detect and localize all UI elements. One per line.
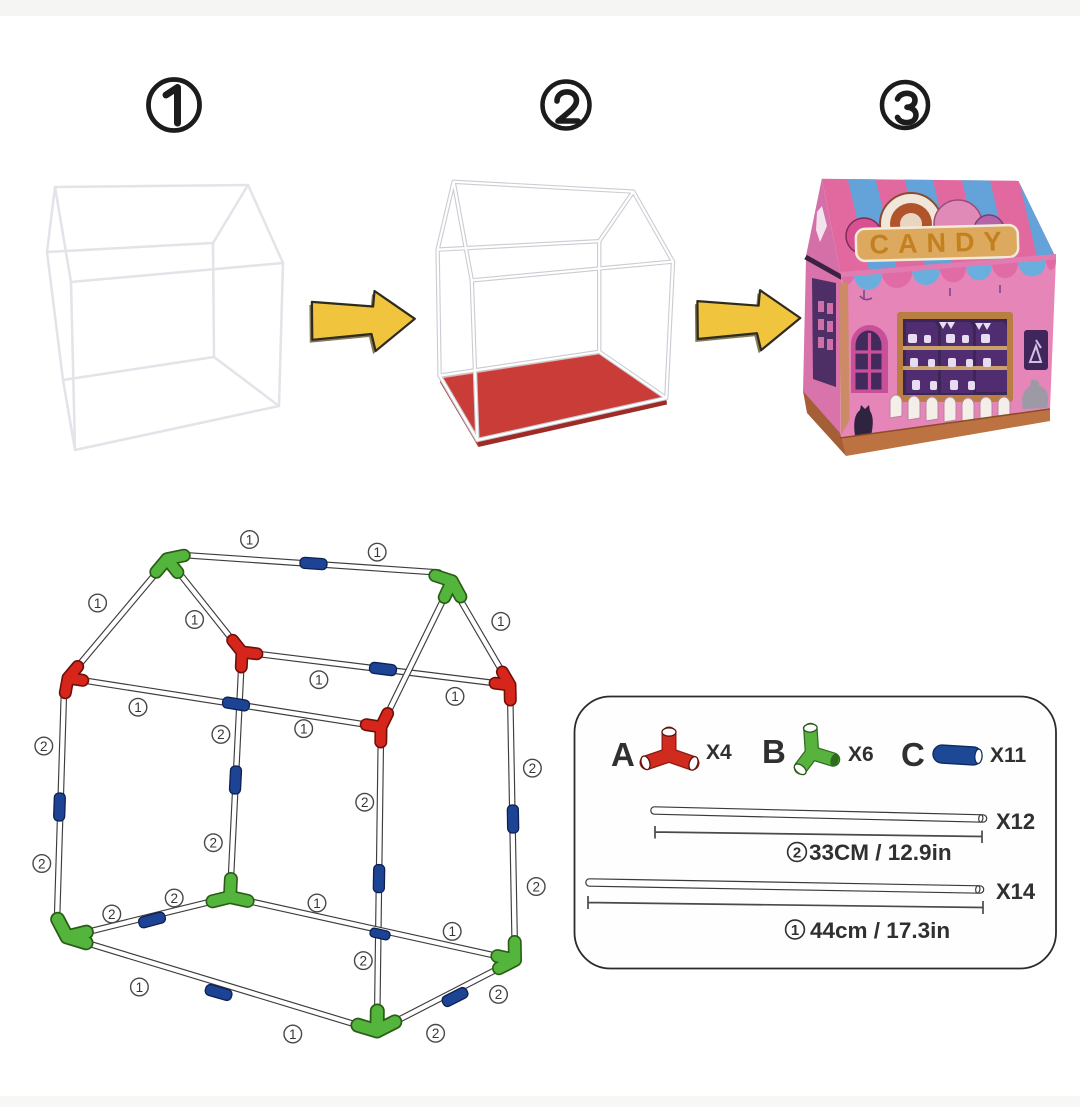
svg-text:C: C [901, 736, 925, 773]
svg-text:X12: X12 [996, 809, 1035, 834]
svg-text:1: 1 [136, 980, 144, 995]
svg-text:1: 1 [497, 614, 505, 629]
svg-text:2: 2 [793, 845, 801, 862]
svg-text:1: 1 [451, 689, 459, 704]
svg-text:1: 1 [134, 700, 142, 715]
svg-text:2: 2 [432, 1026, 440, 1041]
svg-text:B: B [762, 733, 786, 770]
svg-text:2: 2 [108, 907, 116, 922]
svg-text:X11: X11 [990, 744, 1027, 767]
svg-text:1: 1 [448, 924, 456, 939]
svg-text:1: 1 [94, 596, 102, 611]
svg-text:2: 2 [217, 727, 225, 742]
svg-text:2: 2 [210, 836, 218, 851]
svg-text:A: A [611, 736, 635, 773]
svg-text:2: 2 [360, 953, 368, 968]
svg-text:1: 1 [289, 1027, 297, 1042]
svg-text:1: 1 [373, 545, 381, 560]
svg-text:2: 2 [529, 761, 537, 776]
svg-text:1: 1 [300, 721, 308, 736]
svg-text:X6: X6 [848, 743, 874, 766]
svg-text:1: 1 [191, 612, 199, 627]
svg-text:1: 1 [791, 922, 799, 939]
svg-text:CANDY: CANDY [869, 226, 1011, 260]
svg-text:2: 2 [495, 987, 503, 1002]
svg-text:2: 2 [38, 856, 46, 871]
svg-text:X4: X4 [706, 741, 732, 764]
svg-text:1: 1 [246, 532, 254, 547]
svg-text:2: 2 [361, 795, 369, 810]
svg-text:2: 2 [170, 891, 178, 906]
svg-text:44cm / 17.3in: 44cm / 17.3in [810, 918, 950, 943]
svg-text:1: 1 [315, 673, 323, 688]
svg-text:2: 2 [532, 879, 540, 894]
svg-text:1: 1 [313, 896, 321, 911]
svg-text:X14: X14 [996, 879, 1036, 904]
svg-text:2: 2 [40, 739, 48, 754]
svg-text:33CM / 12.9in: 33CM / 12.9in [809, 840, 952, 865]
